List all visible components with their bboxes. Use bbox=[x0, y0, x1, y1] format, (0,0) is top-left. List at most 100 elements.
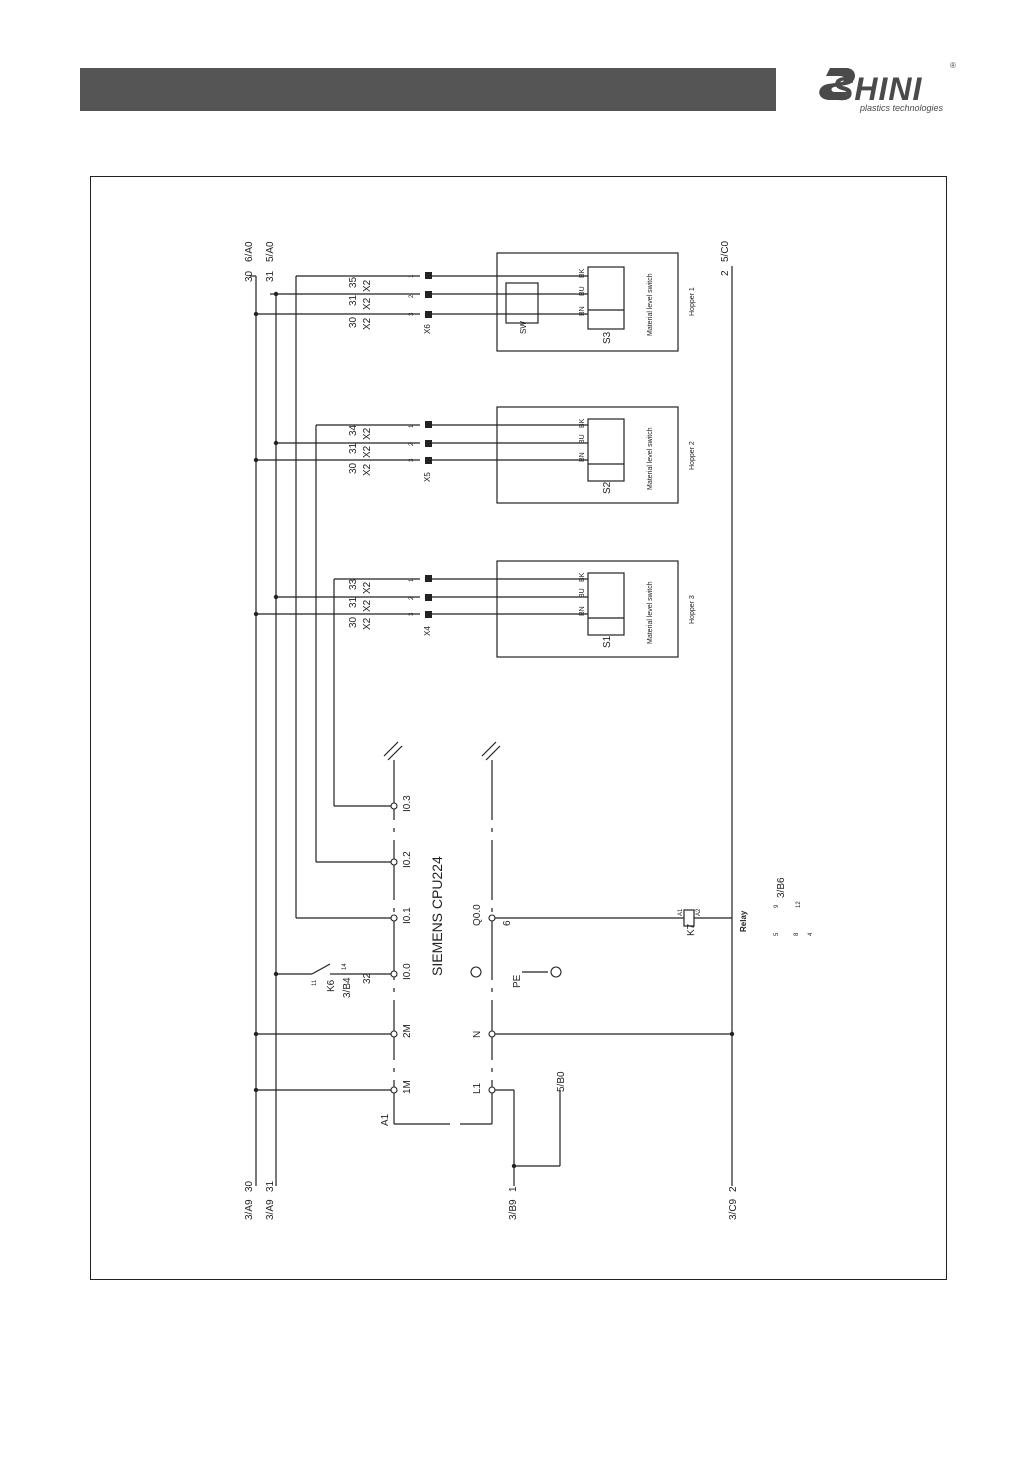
plc-output-l1: L1 bbox=[472, 1082, 483, 1094]
hopper-2-box bbox=[496, 406, 679, 504]
sw-box bbox=[505, 282, 539, 324]
label-bot-2-ref: 3/C9 bbox=[728, 1198, 739, 1220]
hopper-1-wire-bu: BU bbox=[579, 286, 586, 296]
plc-input-i01: I0.1 bbox=[402, 907, 413, 924]
hopper-1-terminal-30: 30 bbox=[348, 316, 359, 328]
hopper-3-wire-bk: BK bbox=[579, 572, 586, 582]
hopper-3-wire-bu: BU bbox=[579, 588, 586, 598]
drawing-frame bbox=[90, 176, 947, 1280]
hopper-1-terminal-31: 31 bbox=[348, 294, 359, 306]
hopper-3-xn-2: X2 bbox=[362, 599, 373, 612]
hopper-1-pin-1: 1 bbox=[409, 274, 415, 278]
hopper-1-xn-3: X2 bbox=[362, 279, 373, 292]
hopper-3-connector: X4 bbox=[423, 626, 432, 636]
hopper-3-title: Hopper 3 bbox=[689, 595, 696, 624]
relay-contact-12: 12 bbox=[796, 901, 802, 908]
hopper-2-xn-2: X2 bbox=[362, 445, 373, 458]
relay-pin-b: A2 bbox=[696, 908, 702, 916]
hopper-3-pin-2: 2 bbox=[409, 596, 415, 600]
label-bot-1: 1 bbox=[508, 1186, 519, 1192]
hopper-2-pin-2: 2 bbox=[409, 442, 415, 446]
label-bot-31-ref: 3/A9 bbox=[265, 1199, 276, 1220]
hopper-1-caption: Material level switch bbox=[647, 273, 654, 336]
hopper-1-box bbox=[496, 252, 679, 352]
hopper-3-xn-1: X2 bbox=[362, 617, 373, 630]
logo-registered: ® bbox=[950, 61, 956, 70]
hopper-2-pin-3: 3 bbox=[409, 458, 415, 462]
hopper-1-switch: S3 bbox=[602, 331, 613, 344]
relay-pin-a: A1 bbox=[678, 908, 684, 916]
label-bot-2: 2 bbox=[728, 1186, 739, 1192]
label-top-31: 31 bbox=[265, 270, 276, 282]
plc-input-i02: I0.2 bbox=[402, 851, 413, 868]
relay-contact-5: 5 bbox=[774, 932, 780, 936]
hopper-3-switch: S1 bbox=[602, 635, 613, 648]
label-bot-31: 31 bbox=[265, 1180, 276, 1192]
hopper-3-box bbox=[496, 560, 679, 658]
logo-brand: SHINI bbox=[832, 71, 922, 107]
k6-name: K6 bbox=[326, 979, 337, 992]
hopper-3-pin-3: 3 bbox=[409, 612, 415, 616]
hopper-2-caption: Material level switch bbox=[647, 427, 654, 490]
k6-pin-a: 11 bbox=[312, 979, 318, 986]
plc-ref: A1 bbox=[380, 1113, 391, 1126]
label-top-2: 2 bbox=[720, 270, 731, 276]
plc-input-i03: I0.3 bbox=[402, 795, 413, 812]
k7-coil bbox=[683, 909, 695, 927]
hopper-3-terminal-33: 33 bbox=[348, 578, 359, 590]
plc-input-1m: 1M bbox=[402, 1080, 413, 1094]
hopper-1-wire-bn: BN bbox=[579, 306, 586, 316]
hopper-2-title: Hopper 2 bbox=[689, 441, 696, 470]
label-l1-ref: 5/B0 bbox=[556, 1071, 567, 1092]
hopper-1-extra: SW bbox=[519, 321, 528, 334]
s2-switch bbox=[587, 418, 625, 482]
label-bot-30: 30 bbox=[244, 1180, 255, 1192]
relay-ref: 3/B6 bbox=[776, 877, 787, 898]
plc-input-i00: I0.0 bbox=[402, 963, 413, 980]
hopper-1-wire-bk: BK bbox=[579, 268, 586, 278]
label-top-31-ref: 5/A0 bbox=[265, 241, 276, 262]
relay-contact-4: 4 bbox=[808, 932, 814, 936]
plc-pe: PE bbox=[512, 974, 523, 988]
hopper-2-wire-bk: BK bbox=[579, 418, 586, 428]
hopper-3-caption: Material level switch bbox=[647, 581, 654, 644]
plc-model: SIEMENS CPU224 bbox=[429, 856, 445, 976]
header-bar bbox=[80, 68, 776, 111]
hopper-2-terminal-31: 31 bbox=[348, 442, 359, 454]
hopper-3-wire-bn: BN bbox=[579, 606, 586, 616]
hopper-3-terminal-30: 30 bbox=[348, 616, 359, 628]
hopper-2-xn-1: X2 bbox=[362, 463, 373, 476]
hopper-2-wire-bn: BN bbox=[579, 452, 586, 462]
plc-output-n: N bbox=[472, 1031, 483, 1038]
hopper-1-pin-3: 3 bbox=[409, 312, 415, 316]
s3-switch bbox=[587, 266, 625, 330]
label-top-30-ref: 6/A0 bbox=[244, 241, 255, 262]
hopper-2-switch: S2 bbox=[602, 481, 613, 494]
plc-output-q00: Q0.0 bbox=[472, 904, 483, 926]
hopper-2-wire-bu: BU bbox=[579, 434, 586, 444]
k6-wire: 32 bbox=[362, 972, 373, 984]
hopper-3-xn-3: X2 bbox=[362, 581, 373, 594]
hopper-1-title: Hopper 1 bbox=[689, 287, 696, 316]
relay-wire: 6 bbox=[502, 920, 513, 926]
relay-contact-8: 8 bbox=[794, 932, 800, 936]
logo-tagline: plastics technologies bbox=[859, 103, 944, 113]
hopper-1-pin-2: 2 bbox=[409, 294, 415, 298]
hopper-3-terminal-31: 31 bbox=[348, 596, 359, 608]
shini-logo: SHINI plastics technologies ® bbox=[812, 56, 962, 120]
hopper-1-xn-1: X2 bbox=[362, 317, 373, 330]
hopper-2-connector: X5 bbox=[423, 472, 432, 482]
relay-label: Relay bbox=[739, 910, 748, 932]
hopper-2-terminal-34: 34 bbox=[348, 424, 359, 436]
k6-ref: 3/B4 bbox=[342, 977, 353, 998]
hopper-1-connector: X6 bbox=[423, 324, 432, 334]
hopper-3-pin-1: 1 bbox=[409, 578, 415, 582]
k6-pin-b: 14 bbox=[342, 963, 348, 970]
hopper-1-terminal-35: 35 bbox=[348, 276, 359, 288]
label-top-30: 30 bbox=[244, 270, 255, 282]
label-bot-30-ref: 3/A9 bbox=[244, 1199, 255, 1220]
relay-name: K7 bbox=[686, 923, 697, 936]
plc-input-2m: 2M bbox=[402, 1024, 413, 1038]
hopper-2-xn-3: X2 bbox=[362, 427, 373, 440]
